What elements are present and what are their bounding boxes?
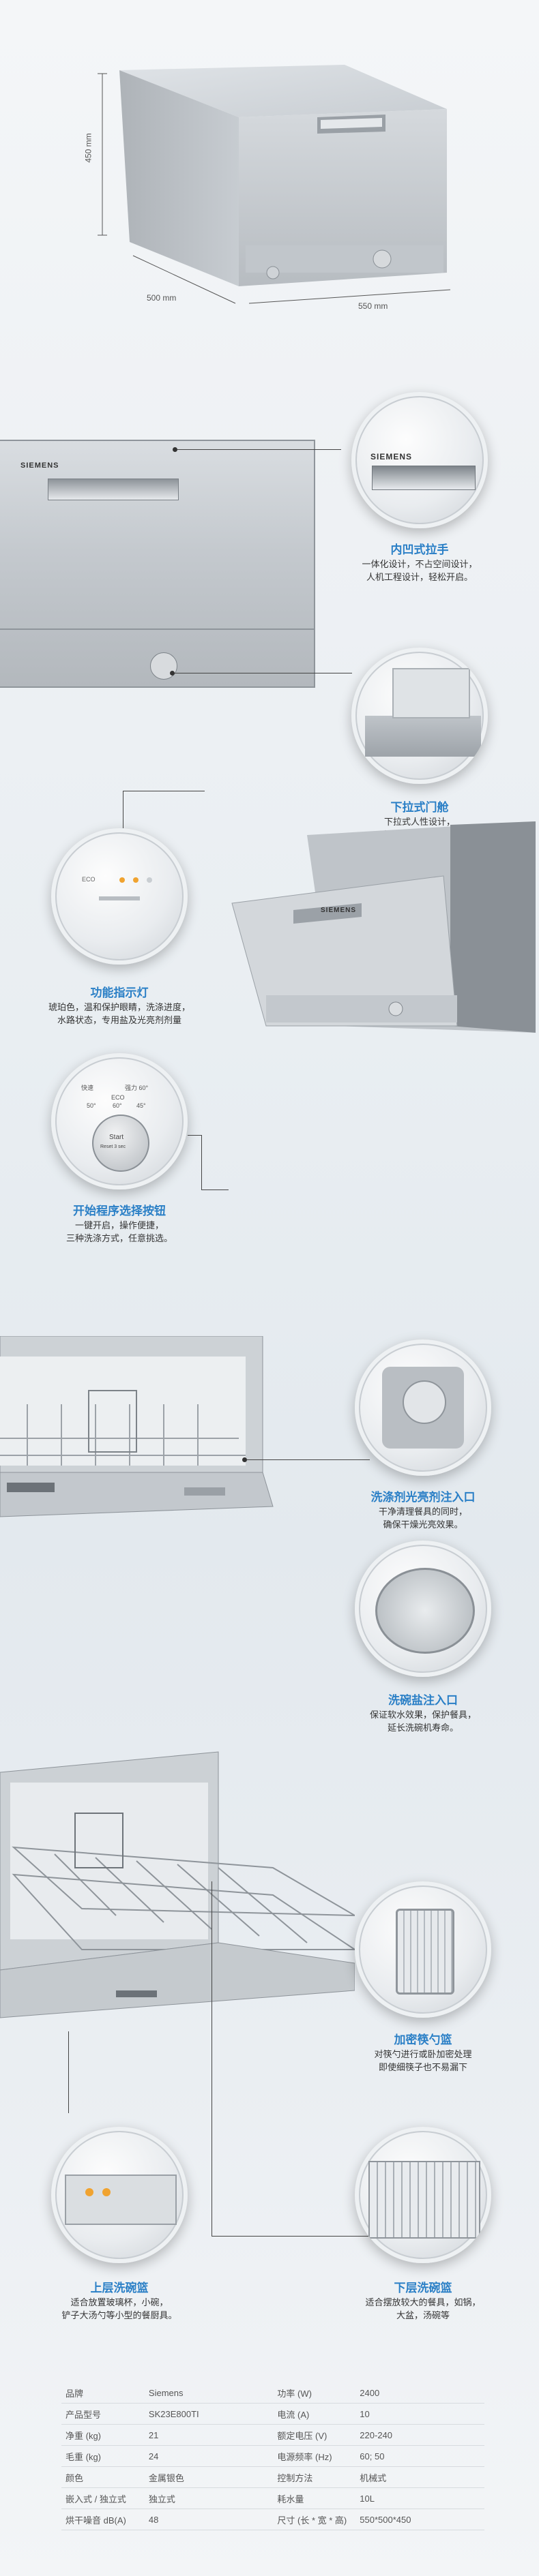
handle-detail [372,466,476,490]
spec-value: 10L [355,2487,484,2509]
detergent-dispenser-circle [355,1339,491,1476]
spec-value: 550*500*450 [355,2509,484,2530]
spec-label: 净重 (kg) [61,2424,145,2446]
dimension-depth: 500 mm [147,293,177,303]
feature-title-lower-rack: 下层洗碗篮 [394,2282,452,2294]
controls-section: ECO 功能指示灯 琥珀色，温和保护眼睛，洗涤进度， 水路状态，专用盐及光亮剂剂… [0,791,539,1350]
feature-title-upper-rack: 上层洗碗篮 [90,2282,149,2294]
feature-desc-start: 一键开启，操作便捷， 三种洗涤方式，任意挑选。 [65,1220,173,1243]
start-button-circle: Start Reset 3 sec ECO 50° 60° 45° 快速 强力 … [51,1053,188,1189]
door-detail-circle [351,648,488,784]
brand-label: SIEMENS [20,461,59,470]
pulled-out-racks-illustration [0,1751,355,2018]
open-dishwasher-illustration [231,821,536,1033]
spec-value: 10 [355,2403,484,2425]
spec-value: 独立式 [144,2487,274,2509]
feature-desc-cutlery: 对筷勺进行或卧加密处理 即使细筷子也不易漏下 [374,2049,472,2072]
spec-value: 金属银色 [144,2466,274,2488]
spec-label: 电流 (A) [273,2403,356,2425]
feature-title-detergent: 洗涤剂光亮剂注入口 [370,1491,476,1504]
feature-desc-detergent: 干净清理餐具的同时， 确保干燥光亮效果。 [378,1506,467,1530]
feature-title-indicators: 功能指示灯 [90,986,149,999]
reset-label: Reset 3 sec [100,1145,126,1149]
feature-desc-indicators: 琥珀色，温和保护眼睛，洗涤进度， 水路状态，专用盐及光亮剂剂量 [48,1002,190,1025]
eco-label: ECO [111,1094,125,1101]
door-front-closeup: SIEMENS [0,440,315,688]
spec-value: 220-240 [355,2424,484,2446]
interior-racks-illustration [0,1336,274,1517]
feature-desc-lower-rack: 适合摆放较大的餐具，如锅， 大盆，汤碗等 [365,2297,481,2320]
dishwasher-3d-illustration [98,65,451,304]
feature-desc-upper-rack: 适合放置玻璃杯，小碗， 铲子大汤勺等小型的餐厨具。 [61,2297,177,2320]
spec-value: 60; 50 [355,2445,484,2467]
start-label: Start [109,1134,124,1141]
dimension-height: 450 mm [83,133,93,163]
upper-rack-circle [51,2127,188,2263]
feature-title-cutlery: 加密筷勺篮 [394,2033,452,2046]
spec-value: 24 [144,2445,274,2467]
quick-label: 快速 [81,1085,94,1091]
dimension-width: 550 mm [358,301,388,311]
spec-value: 2400 [355,2382,484,2404]
feature-title-door: 下拉式门舱 [390,801,449,814]
spec-value: SK23E800TI [144,2403,274,2425]
spec-value: 机械式 [355,2466,484,2488]
feature-title-handle: 内凹式拉手 [390,543,449,556]
spec-label: 电源频率 (Hz) [273,2445,356,2467]
recessed-handle[interactable] [48,479,179,500]
intensive-label: 强力 60° [125,1085,149,1091]
salt-dispenser-circle [355,1541,491,1677]
handle-detail-circle: SIEMENS [351,392,488,528]
spec-label: 功率 (W) [273,2382,356,2404]
spec-label: 产品型号 [61,2403,145,2425]
spec-label: 品牌 [61,2382,145,2404]
feature-title-start: 开始程序选择按钮 [73,1204,166,1217]
hero-dimension-section: 450 mm 500 mm 550 mm [0,0,539,382]
spec-value: 48 [144,2509,274,2530]
front-panel-section: SIEMENS SIEMENS 内凹式拉手 一体化设计，不占空间设计， 人机工程… [0,382,539,840]
interior-section: 洗涤剂光亮剂注入口 干净清理餐具的同时， 确保干燥光亮效果。 洗碗盐注入口 保证… [0,1336,539,1733]
spec-label: 尺寸 (长 * 宽 * 高) [273,2509,356,2530]
indicator-lights-circle: ECO [51,828,188,965]
control-knob[interactable] [150,652,177,680]
program-dial[interactable] [92,1115,149,1172]
spec-value: Siemens [144,2382,274,2404]
temp-3: 45° [136,1102,146,1109]
spec-label: 烘干噪音 dB(A) [61,2509,145,2530]
spec-label: 耗水量 [273,2487,356,2509]
temp-1: 50° [87,1102,96,1109]
lower-rack-circle [355,2127,491,2263]
spec-row: 颜色金属银色控制方法机械式 [61,2466,484,2488]
spec-value: 21 [144,2424,274,2446]
feature-title-salt: 洗碗盐注入口 [388,1694,458,1707]
feature-desc-handle: 一体化设计，不占空间设计， 人机工程设计，轻松开启。 [362,559,478,582]
spec-label: 毛重 (kg) [61,2445,145,2467]
spec-label: 颜色 [61,2466,145,2488]
temp-2: 60° [113,1102,122,1109]
spec-label: 额定电压 (V) [273,2424,356,2446]
cutlery-basket-circle [355,1881,491,2018]
spec-label: 嵌入式 / 独立式 [61,2487,145,2509]
spec-label: 控制方法 [273,2466,356,2488]
racks-section: 加密筷勺篮 对筷勺进行或卧加密处理 即使细筷子也不易漏下 上层洗碗篮 适合放置玻… [0,1745,539,2359]
feature-desc-salt: 保证软水效果，保护餐具， 延长洗碗机寿命。 [369,1710,476,1733]
